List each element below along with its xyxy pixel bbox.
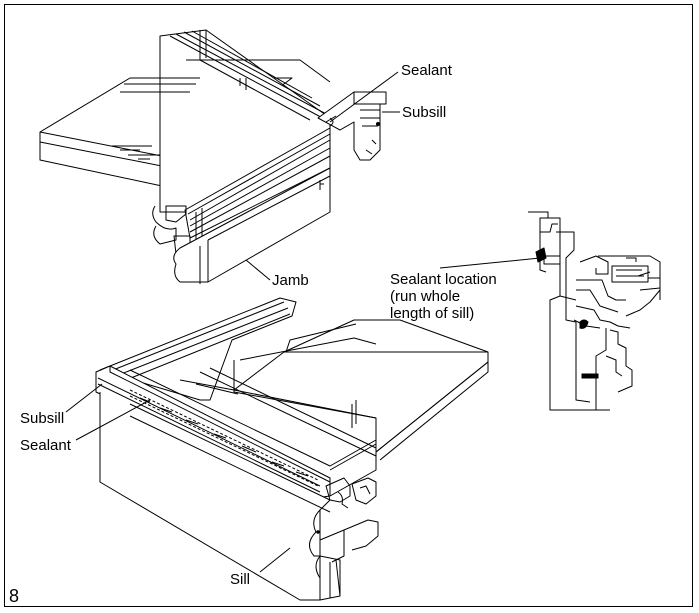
label-section-sealant-location: Sealant location (run whole length of si… (390, 271, 497, 322)
label-bottom-sealant: Sealant (20, 437, 71, 454)
section-detail (528, 211, 661, 411)
leader-top-jamb (245, 259, 271, 281)
label-top-jamb: Jamb (272, 272, 309, 289)
leader-bottom-sealant (75, 399, 151, 441)
top-subsill (317, 91, 387, 161)
leader-section-sealant (439, 257, 541, 269)
label-bottom-sill: Sill (230, 571, 251, 588)
leader-bottom-subsill (65, 383, 103, 413)
figure-frame (4, 4, 693, 607)
bottom-back-rail (99, 297, 297, 401)
top-assembly (39, 29, 387, 284)
label-top-subsill: Subsill (402, 104, 447, 121)
bottom-glass-pane (233, 351, 489, 453)
label-top-sealant: Sealant (401, 62, 452, 79)
leader-bottom-sill (259, 547, 291, 573)
leader-top-sealant (329, 71, 399, 123)
figure-number: 8 (9, 586, 20, 606)
bottom-assembly (95, 297, 489, 601)
leader-lines (65, 71, 541, 573)
label-bottom-subsill: Subsill (20, 410, 65, 427)
